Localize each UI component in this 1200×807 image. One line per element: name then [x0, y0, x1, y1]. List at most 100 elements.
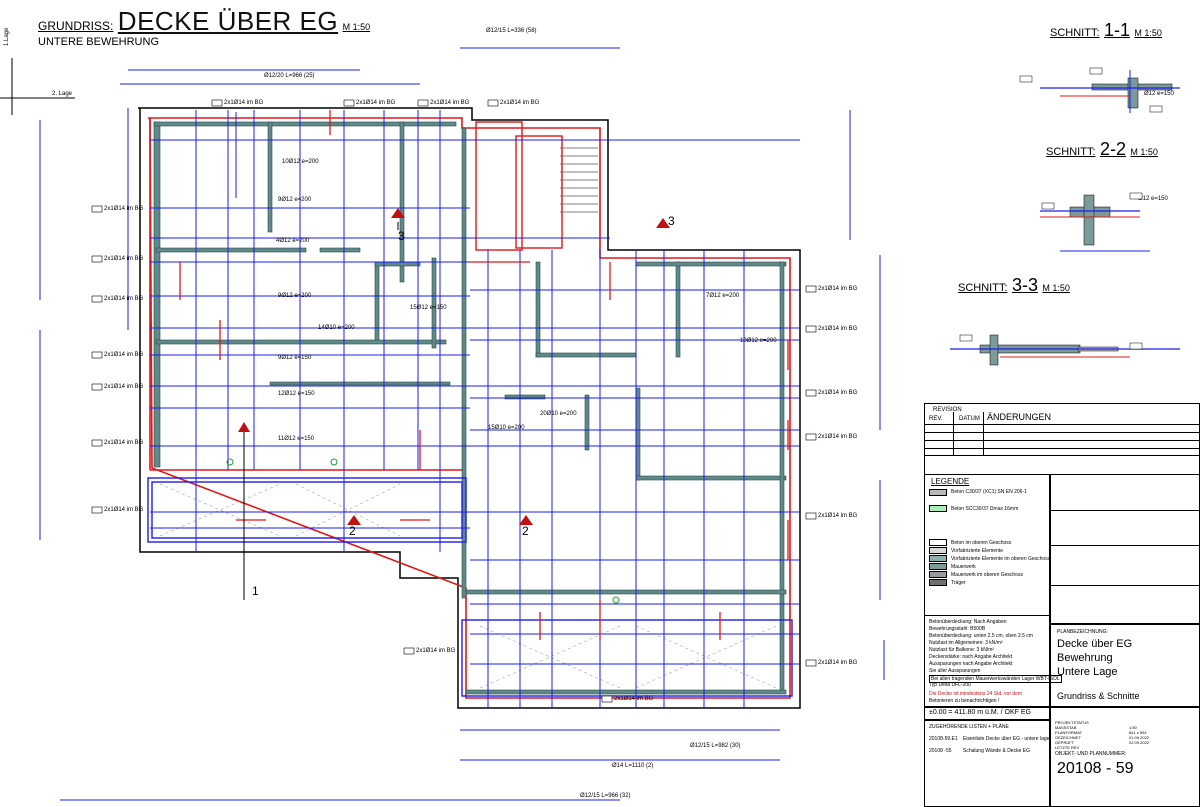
revision-header: REVISION: [933, 407, 962, 413]
legend-swatch: [929, 547, 947, 554]
rebar-label: Ø12/15 L=966 (32): [580, 793, 631, 799]
rebar-label: 4Ø12 e=200: [276, 238, 310, 244]
section-marker-1: 1: [252, 584, 259, 598]
rebar-label: 2x1Ø14 im BG: [104, 296, 144, 302]
legend-note: Typ Delta DFL-200: [929, 682, 971, 688]
bottom-strip: [461, 619, 793, 697]
rebar-label: 11Ø12 e=150: [278, 436, 315, 442]
section-markers: [238, 208, 670, 525]
drawing-title: GRUNDRISS: DECKE ÜBER EG M 1:50: [38, 6, 370, 37]
balcony-strip: [147, 477, 467, 543]
legend-warning: Betonieren zu benachrichtigen !: [929, 698, 1000, 704]
status-box: PROJEKTSTATUS MASSSTAB 1:50 PLANFORMAT 8…: [1050, 707, 1200, 807]
rebar-label: 2x1Ø14 im BG: [430, 100, 470, 106]
rebar-label: 12Ø12 e=150: [278, 391, 315, 397]
section-marker-2a: 2: [349, 524, 356, 538]
revision-changes: ÄNDERUNGEN: [987, 412, 1052, 422]
revision-rev: REV.: [929, 416, 943, 422]
side-bars: [39, 47, 885, 801]
rebar-label: 7Ø12 e=200: [706, 293, 740, 299]
status-value: 01.09.2022: [1129, 735, 1150, 740]
layer-second-label: 2. Lage: [52, 91, 73, 97]
rebar-label: Ø12 e=150: [1138, 196, 1168, 202]
rebar-label: 9Ø12 e=150: [278, 355, 312, 361]
slab-edge-red: [148, 117, 791, 699]
plan-label: PLANBEZEICHNUNG:: [1057, 629, 1108, 635]
rebar-label: 2x1Ø14 im BG: [614, 696, 654, 702]
legend-item: Beton C30/37 (XC1) SN EN 206-1: [951, 489, 1027, 495]
drawing-subtitle: UNTERE BEWEHRUNG: [38, 36, 160, 48]
rebar-label: 2x1Ø14 im BG: [818, 434, 858, 440]
rebar-horizontal: [150, 139, 800, 665]
section-title-3: SCHNITT: 3-3 M 1:50: [958, 275, 1070, 295]
status-value: 841 x 594: [1129, 730, 1147, 735]
legend-note: Aussparungen nach Angabe Architekt: [929, 661, 1013, 667]
lists-text: Schalung Wände & Decke EG: [963, 748, 1030, 754]
plan-number: 20108 - 59: [1057, 760, 1134, 777]
legend-swatch: [929, 505, 947, 512]
legend-swatch: [929, 563, 947, 570]
legend-note: Betonüberdeckung: Nach Angaben: [929, 619, 1007, 625]
rebar-label: 2x1Ø14 im BG: [104, 206, 144, 212]
rebar-label: Ø12/20 L=966 (25): [264, 73, 315, 79]
walls: [153, 121, 787, 695]
plan-designation: PLANBEZEICHNUNG: Decke über EG Bewehrung…: [1050, 624, 1200, 707]
section-2-2-sketch: [1040, 192, 1150, 252]
legend-note: Deckenstärke: nach Angabe Architekt: [929, 654, 1013, 660]
revision-datum: DATUM: [959, 416, 980, 422]
legend-swatch: [929, 571, 947, 578]
plan-line-3: Untere Lage: [1057, 666, 1118, 678]
status-key: GEPRÜFT: [1055, 740, 1075, 745]
rebar-label: 20Ø10 e=200: [540, 411, 577, 417]
legend-swatch: [929, 539, 947, 546]
level-text: ±0.00 = 411.80 m ü.M. / OKF EG: [929, 709, 1031, 716]
legend-swatch: [929, 579, 947, 586]
rebar-label: 2x1Ø14 im BG: [104, 507, 144, 513]
rebar-label: 2x1Ø14 im BG: [818, 390, 858, 396]
rebar-label: 2x1Ø14 im BG: [818, 513, 858, 519]
section-3-3-sketch: [950, 334, 1180, 366]
legend-title: LEGENDE: [931, 477, 970, 486]
legend-item: Mauerwerk im oberen Geschoss: [951, 572, 1023, 578]
status-key: LETZTE REV: [1055, 745, 1080, 750]
rebar-label: 2x1Ø14 im BG: [104, 440, 144, 446]
rebar-label: 2x1Ø14 im BG: [818, 286, 858, 292]
floor-plan-drawing: [39, 47, 885, 801]
rebar-tags: [91, 99, 817, 703]
legend-warning: Die Decke ist mindestens 24 Std. vor dem: [929, 691, 1023, 697]
rebar-label: 9Ø12 e=200: [278, 293, 312, 299]
plan-number-label: OBJEKT- UND PLANNUMMER:: [1055, 751, 1127, 757]
layer-axis-symbol: [0, 58, 75, 115]
lists-box: ZUGEHÖRENDE LISTEN + PLÄNE 20108-59.E1 E…: [924, 720, 1050, 807]
section-marker-2b: 2: [522, 524, 529, 538]
rebar-label: 9Ø12 e=200: [278, 197, 312, 203]
legend-item: Beton im oberen Geschoss: [951, 540, 1012, 546]
legend-note: Betonüberdeckung: unten 2.5 cm, oben 2.5…: [929, 633, 1033, 639]
legend-box: LEGENDE Beton C30/37 (XC1) SN EN 206-1 B…: [924, 474, 1062, 707]
rebar-vertical: [195, 110, 745, 708]
stair-red: [475, 121, 563, 251]
legend-item: Mauerwerk: [951, 564, 976, 570]
rebar-label: Ø12/15 L=336 (58): [486, 28, 537, 34]
stairs: [560, 139, 598, 213]
rebar-label: 10Ø12 e=200: [282, 159, 319, 165]
rebar-label: 2x1Ø14 im BG: [818, 660, 858, 666]
section-lines: [243, 222, 399, 600]
rebar-label: 2x1Ø14 im BG: [104, 352, 144, 358]
rebar-label: 2x1Ø14 im BG: [356, 100, 396, 106]
status-key: PROJEKTSTATUS: [1055, 720, 1089, 725]
rebar-label: 2x1Ø14 im BG: [104, 384, 144, 390]
rebar-label: 14Ø10 e=200: [318, 325, 355, 331]
title-block-empty: [1050, 474, 1200, 624]
title-scale: M 1:50: [342, 22, 371, 32]
legend-item: Träger: [951, 580, 966, 586]
rebar-label: 15Ø12 e=150: [410, 305, 447, 311]
legend-note: Nutzlast im Allgemeinen: 3 kN/m²: [929, 640, 1003, 646]
title-main: DECKE ÜBER EG: [117, 6, 339, 36]
legend-note: Nutzlast für Balkone: 3 kN/m²: [929, 647, 995, 653]
level-row: ±0.00 = 411.80 m ü.M. / OKF EG: [924, 707, 1050, 720]
title-prefix: GRUNDRISS:: [38, 19, 114, 33]
status-value: 02.09.2022: [1129, 740, 1150, 745]
rebar-label: 2x1Ø14 im BG: [416, 648, 456, 654]
section-title-1: SCHNITT: 1-1 M 1:50: [1050, 20, 1162, 40]
